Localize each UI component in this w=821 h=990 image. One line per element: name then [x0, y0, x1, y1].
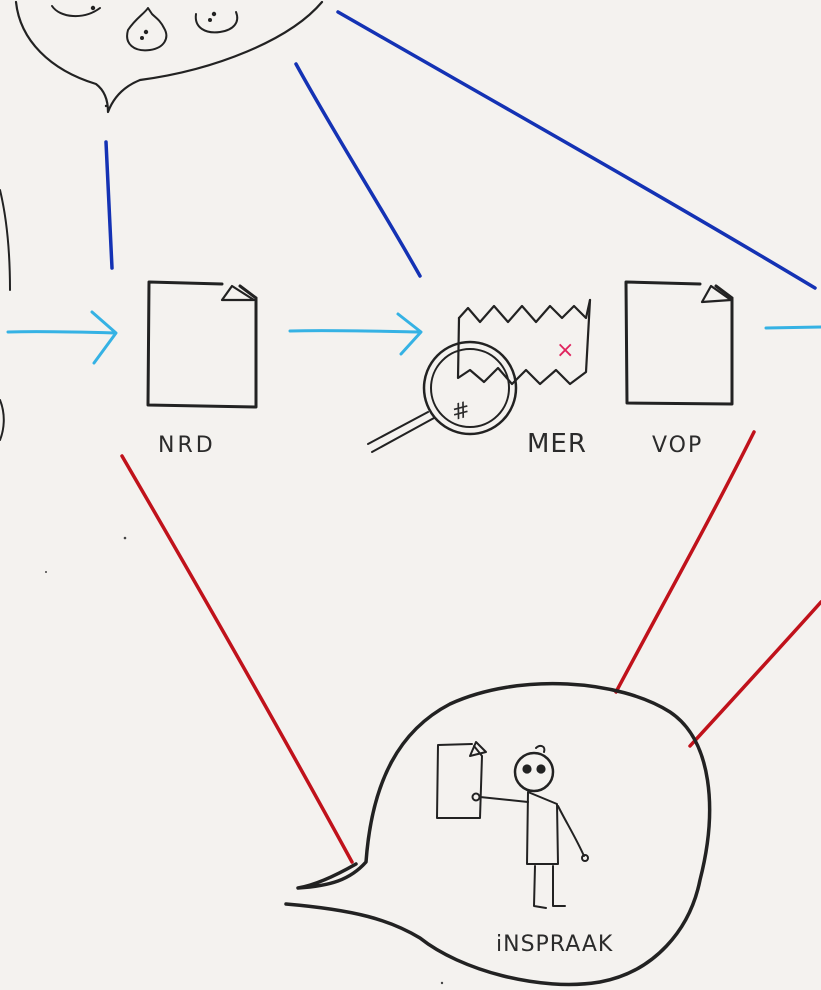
cell-blob-icon — [51, 5, 239, 52]
stray-specks — [45, 536, 127, 573]
top-bubble-outline — [14, 0, 324, 114]
link-nrd-to-inspraak — [120, 454, 354, 864]
link-vop-to-inspraak — [614, 430, 756, 694]
vop-document-icon — [624, 280, 734, 406]
nrd-label: NRD — [158, 433, 216, 458]
flow-arrow-out-of-vop — [764, 325, 821, 330]
link-bubble-to-nrd — [104, 140, 114, 270]
nrd-document-icon — [146, 280, 258, 409]
held-document-icon — [436, 741, 487, 819]
bubble-speck — [440, 981, 444, 985]
magnifier-icon — [367, 340, 518, 453]
mer-cross-mark: × — [556, 338, 574, 363]
inspraak-label: iNSPRAAK — [496, 932, 613, 957]
link-right-to-inspraak — [688, 600, 821, 748]
mer-document-icon — [456, 298, 592, 386]
vop-label: VOP — [652, 433, 703, 458]
flow-arrows — [6, 310, 821, 365]
inspraak-speech-bubble: iNSPRAAK — [284, 681, 712, 987]
dark-blue-links — [104, 10, 817, 290]
flow-arrow-into-nrd — [6, 310, 118, 365]
flow-arrow-nrd-to-mer — [288, 312, 423, 356]
link-bubble-to-mer — [294, 62, 422, 278]
top-speech-bubble — [14, 0, 324, 114]
person-figure-icon — [471, 744, 589, 909]
left-edge-bracket — [0, 189, 11, 441]
link-bubble-to-right — [336, 10, 817, 290]
red-links — [120, 430, 821, 864]
inspraak-bubble-outline — [284, 681, 712, 987]
cell-dots — [90, 5, 217, 108]
mer-label: MER — [527, 429, 587, 459]
